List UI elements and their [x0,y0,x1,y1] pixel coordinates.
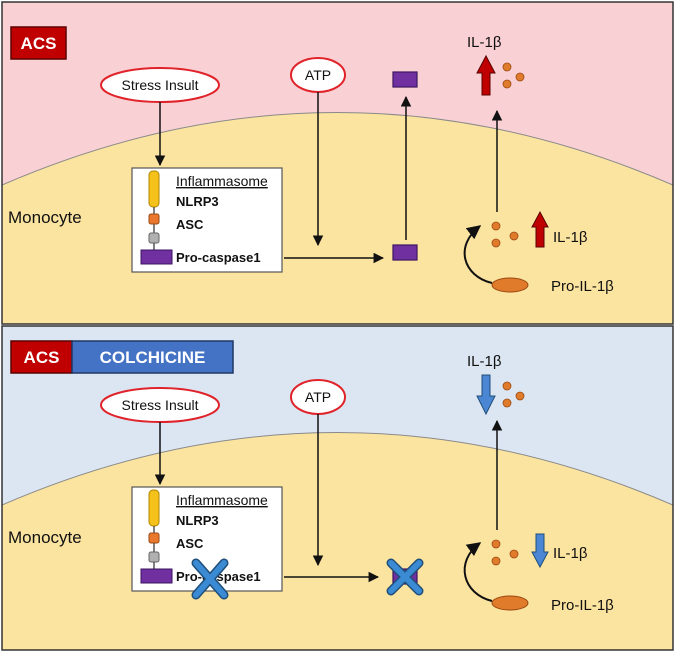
increase-arrow-icon [476,54,496,96]
blocked-x-icon [386,558,424,596]
processing-curve-arrow [463,225,493,284]
il1b-dot [491,556,501,566]
il1b-dot [509,549,519,559]
atp-label: ATP [305,389,331,405]
caspase1-extracellular [392,71,418,88]
acs-tag-label: ACS [24,348,60,367]
il1b-dot [491,221,501,231]
inflammasome-box: Inflammasome NLRP3 ASC Pro-caspase1 [131,486,283,600]
acs-tag: ACS [10,26,67,60]
pro-il1b-label: Pro-IL-1β [551,597,614,614]
asc-linker-icon [148,551,160,563]
nlrp3-icon [148,170,160,208]
pro-il1b-icon [491,595,529,611]
asc-icon [148,532,160,544]
increase-arrow-icon [531,210,549,248]
panel-acs: ACS Stress Insult ATP Monocyte Inflammas… [1,1,674,325]
stress-insult-node: Stress Insult [100,387,220,423]
caspase1-intracellular [392,244,418,261]
atp-node: ATP [290,57,346,93]
il1b-dot [491,238,501,248]
stress-insult-node: Stress Insult [100,67,220,103]
il1b-dot [515,391,525,401]
il1b-dot [502,62,512,72]
colchicine-tag: COLCHICINE [71,340,234,374]
pro-caspase1-label: Pro-caspase1 [176,569,261,584]
pro-il1b-icon [491,277,529,293]
panel-colchicine: ACS COLCHICINE Stress Insult ATP Monocyt… [1,325,674,651]
pro-il1b-label: Pro-IL-1β [551,278,614,295]
nlrp3-label: NLRP3 [176,513,219,528]
processing-curve-arrow [463,542,493,602]
acs-tag-label: ACS [21,34,57,53]
monocyte-label: Monocyte [8,208,82,227]
inflammasome-title: Inflammasome [176,173,268,189]
il1b-dot [502,398,512,408]
nlrp3-label: NLRP3 [176,194,219,209]
nlrp3-icon [148,489,160,527]
il1b-intracellular-label: IL-1β [553,545,588,562]
acs-tag: ACS [10,340,73,374]
pro-caspase1-icon [140,249,173,265]
il1b-dot [491,539,501,549]
il1b-intracellular-label: IL-1β [553,229,588,246]
asc-icon [148,213,160,225]
monocyte-label: Monocyte [8,528,82,547]
inflammasome-box: Inflammasome NLRP3 ASC Pro-caspase1 [131,167,283,273]
il1b-dot [515,72,525,82]
stress-insult-label: Stress Insult [121,77,198,93]
asc-label: ASC [176,536,204,551]
atp-label: ATP [305,67,331,83]
il1b-secreted-label: IL-1β [467,353,502,370]
pro-caspase1-label: Pro-caspase1 [176,250,261,265]
il1b-secreted-label: IL-1β [467,34,502,51]
inflammasome-title: Inflammasome [176,492,268,508]
il1b-dot [502,381,512,391]
decrease-arrow-icon [476,374,496,416]
pro-caspase1-icon [140,568,173,584]
il1b-dot [509,231,519,241]
blocked-x-icon [191,558,229,600]
il1b-dot [502,79,512,89]
stress-insult-label: Stress Insult [121,397,198,413]
colchicine-tag-label: COLCHICINE [100,348,206,367]
asc-label: ASC [176,217,204,232]
asc-linker-icon [148,232,160,244]
decrease-arrow-icon [531,533,549,569]
atp-node: ATP [290,379,346,415]
